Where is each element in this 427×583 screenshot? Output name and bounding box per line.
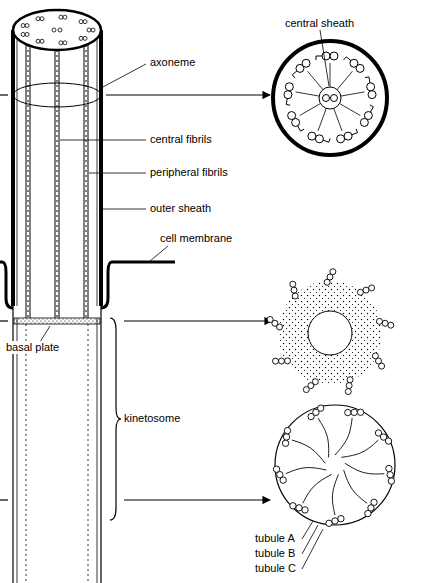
outer-sheath-wall [99, 30, 103, 306]
part-label: tubule A [255, 532, 295, 545]
outer-sheath-wall [11, 30, 15, 306]
basal-plate-cross-section [267, 269, 394, 395]
section-arrows [0, 95, 272, 500]
part-label: axoneme [150, 56, 195, 69]
part-label: central sheath [285, 17, 354, 30]
basal-plate [14, 318, 100, 324]
cilium-tip [13, 10, 101, 50]
kinetosome-wall [100, 306, 101, 583]
axoneme-cross-section [273, 41, 387, 155]
kinetosome-cross-section [273, 405, 395, 527]
fibril-lines [26, 45, 88, 318]
cilium-shaft [0, 10, 175, 583]
leader-lines [40, 30, 329, 569]
cell-membrane [101, 262, 175, 308]
kinetosome-bracket [110, 318, 121, 520]
part-label: central fibrils [150, 133, 212, 146]
part-label: tubule C [255, 562, 296, 575]
part-label: basal plate [4, 341, 61, 354]
cell-membrane [0, 262, 13, 308]
axoneme-ring [13, 83, 101, 107]
part-label: cell membrane [160, 232, 232, 245]
tip-doublets [21, 15, 95, 45]
part-label: tubule B [255, 547, 295, 560]
part-label: peripheral fibrils [150, 166, 228, 179]
part-label: kinetosome [124, 412, 180, 425]
part-label: outer sheath [150, 202, 211, 215]
